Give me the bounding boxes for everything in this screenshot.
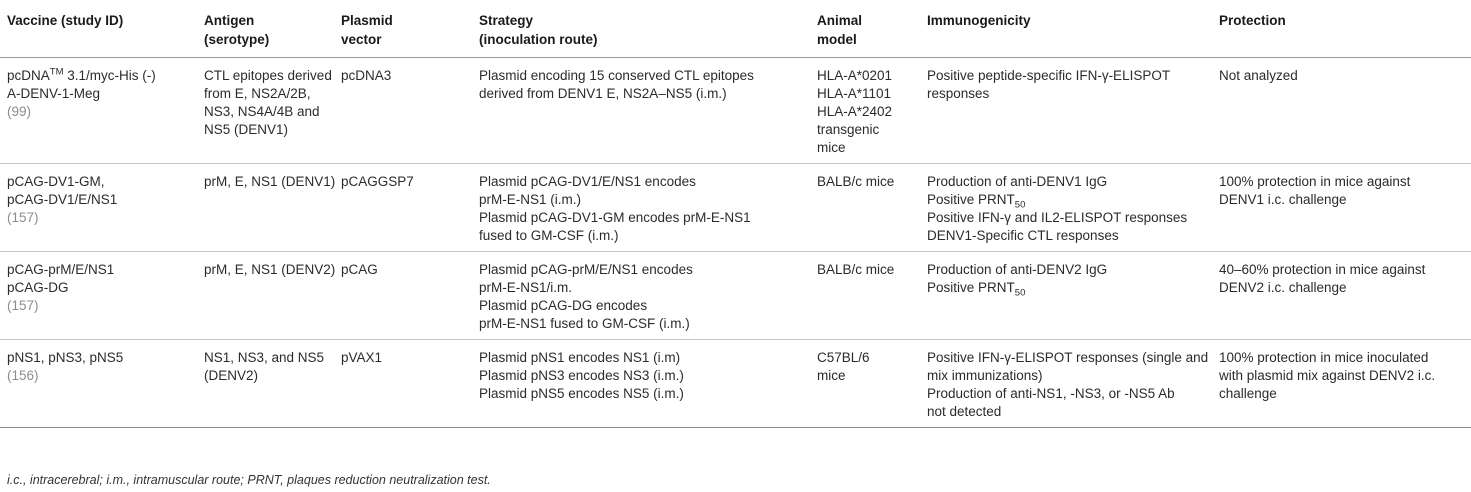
reference-link[interactable]: (156) (7, 368, 39, 383)
cell-vaccine: pCAG-prM/E/NS1 pCAG-DG (157) (0, 251, 197, 340)
table-row: pCAG-prM/E/NS1 pCAG-DG (157) prM, E, NS1… (0, 251, 1471, 340)
cell-protection: 100% protection in mice inoculated with … (1212, 339, 1471, 428)
cell-vector: pcDNA3 (334, 57, 472, 164)
cell-animal-model: BALB/c mice (810, 163, 920, 252)
cell-vaccine: pcDNATM 3.1/myc-His (-) A-DENV-1-Meg (99… (0, 57, 197, 164)
cell-antigen: prM, E, NS1 (DENV2) (197, 251, 335, 340)
cell-strategy: Plasmid pNS1 encodes NS1 (i.m) Plasmid p… (472, 339, 810, 428)
table-footnote: i.c., intracerebral; i.m., intramuscular… (7, 473, 491, 487)
header-immunogenicity: Immunogenicity (920, 4, 1212, 58)
cell-animal-model: HLA-A*0201 HLA-A*1101 HLA-A*2402 transge… (810, 57, 920, 164)
cell-strategy: Plasmid encoding 15 conserved CTL epitop… (472, 57, 810, 164)
cell-vaccine: pCAG-DV1-GM, pCAG-DV1/E/NS1 (157) (0, 163, 197, 252)
cell-protection: Not analyzed (1212, 57, 1471, 164)
cell-animal-model: BALB/c mice (810, 251, 920, 340)
header-protection: Protection (1212, 4, 1471, 58)
cell-animal-model: C57BL/6 mice (810, 339, 920, 428)
cell-vector: pCAG (334, 251, 472, 340)
table-row: pNS1, pNS3, pNS5 (156) NS1, NS3, and NS5… (0, 339, 1471, 428)
cell-vector: pVAX1 (334, 339, 472, 428)
cell-antigen: prM, E, NS1 (DENV1) (197, 163, 335, 252)
cell-strategy: Plasmid pCAG-DV1/E/NS1 encodes prM-E-NS1… (472, 163, 810, 252)
header-antigen: Antigen(serotype) (197, 4, 334, 58)
cell-protection: 100% protection in mice against DENV1 i.… (1212, 163, 1471, 252)
table-row: pcDNATM 3.1/myc-His (-) A-DENV-1-Meg (99… (0, 57, 1471, 164)
cell-vaccine: pNS1, pNS3, pNS5 (156) (0, 339, 197, 428)
cell-protection: 40–60% protection in mice against DENV2 … (1212, 251, 1471, 340)
reference-link[interactable]: (99) (7, 104, 32, 119)
cell-immunogenicity: Positive IFN-γ-ELISPOT responses (single… (920, 339, 1212, 428)
cell-antigen: CTL epitopes derived from E, NS2A/2B, NS… (197, 57, 334, 164)
header-vaccine: Vaccine (study ID) (0, 4, 197, 58)
reference-link[interactable]: (157) (7, 210, 39, 225)
table-row: pCAG-DV1-GM, pCAG-DV1/E/NS1 (157) prM, E… (0, 163, 1471, 252)
cell-antigen: NS1, NS3, and NS5 (DENV2) (197, 339, 334, 428)
vaccine-table: Vaccine (study ID) Antigen(serotype) Pla… (0, 4, 1471, 428)
cell-vector: pCAGGSP7 (334, 163, 472, 252)
reference-link[interactable]: (157) (7, 298, 39, 313)
cell-immunogenicity: Production of anti-DENV2 IgG Positive PR… (920, 251, 1212, 340)
header-strategy: Strategy(inoculation route) (472, 4, 810, 58)
cell-immunogenicity: Production of anti-DENV1 IgG Positive PR… (920, 163, 1212, 252)
cell-strategy: Plasmid pCAG-prM/E/NS1 encodes prM-E-NS1… (472, 251, 810, 340)
header-row: Vaccine (study ID) Antigen(serotype) Pla… (0, 4, 1471, 58)
cell-immunogenicity: Positive peptide-specific IFN-γ-ELISPOT … (920, 57, 1212, 164)
